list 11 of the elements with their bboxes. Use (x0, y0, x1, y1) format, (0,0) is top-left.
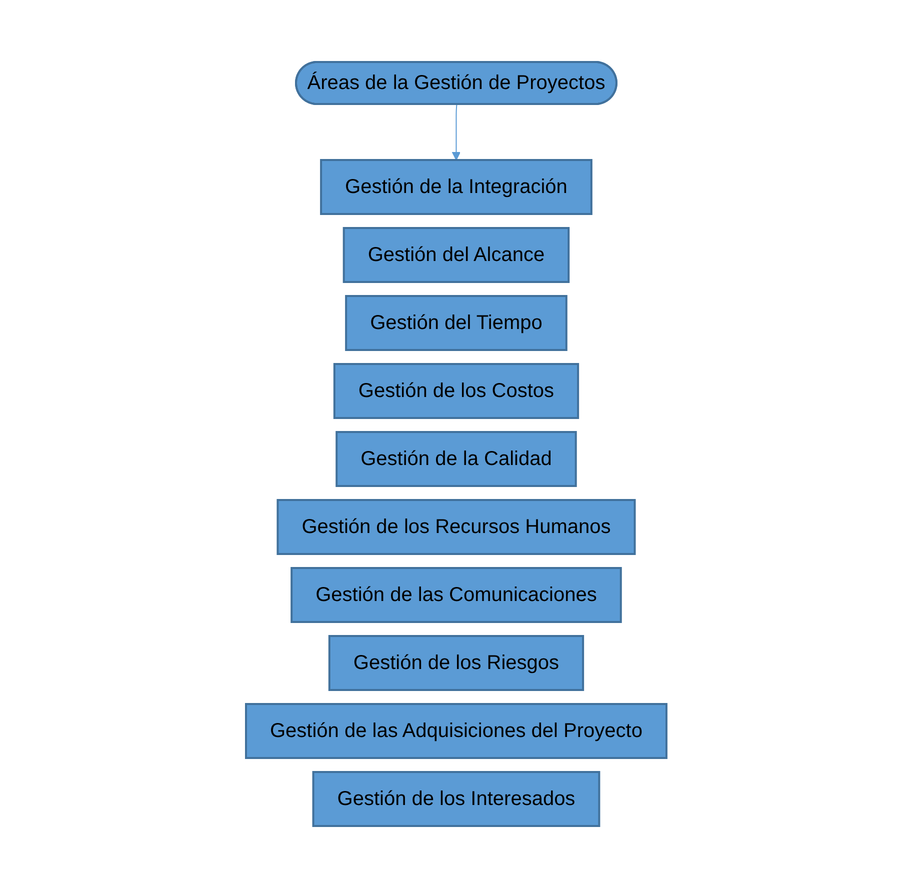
node-box: Gestión de la Calidad (335, 430, 577, 486)
node-box: Gestión de las Adquisiciones del Proyecto (244, 702, 668, 758)
arrow (452, 104, 460, 160)
node-box: Gestión del Tiempo (344, 294, 568, 350)
node-box: Gestión de los Costos (333, 362, 579, 418)
node-box: Gestión del Alcance (342, 226, 570, 282)
node-box: Gestión de los Interesados (312, 770, 600, 826)
node-box: Gestión de los Recursos Humanos (276, 498, 636, 554)
node-box: Gestión de los Riesgos (328, 634, 584, 690)
node-box: Gestión de la Integración (320, 158, 592, 214)
node-box: Gestión de las Comunicaciones (290, 566, 622, 622)
